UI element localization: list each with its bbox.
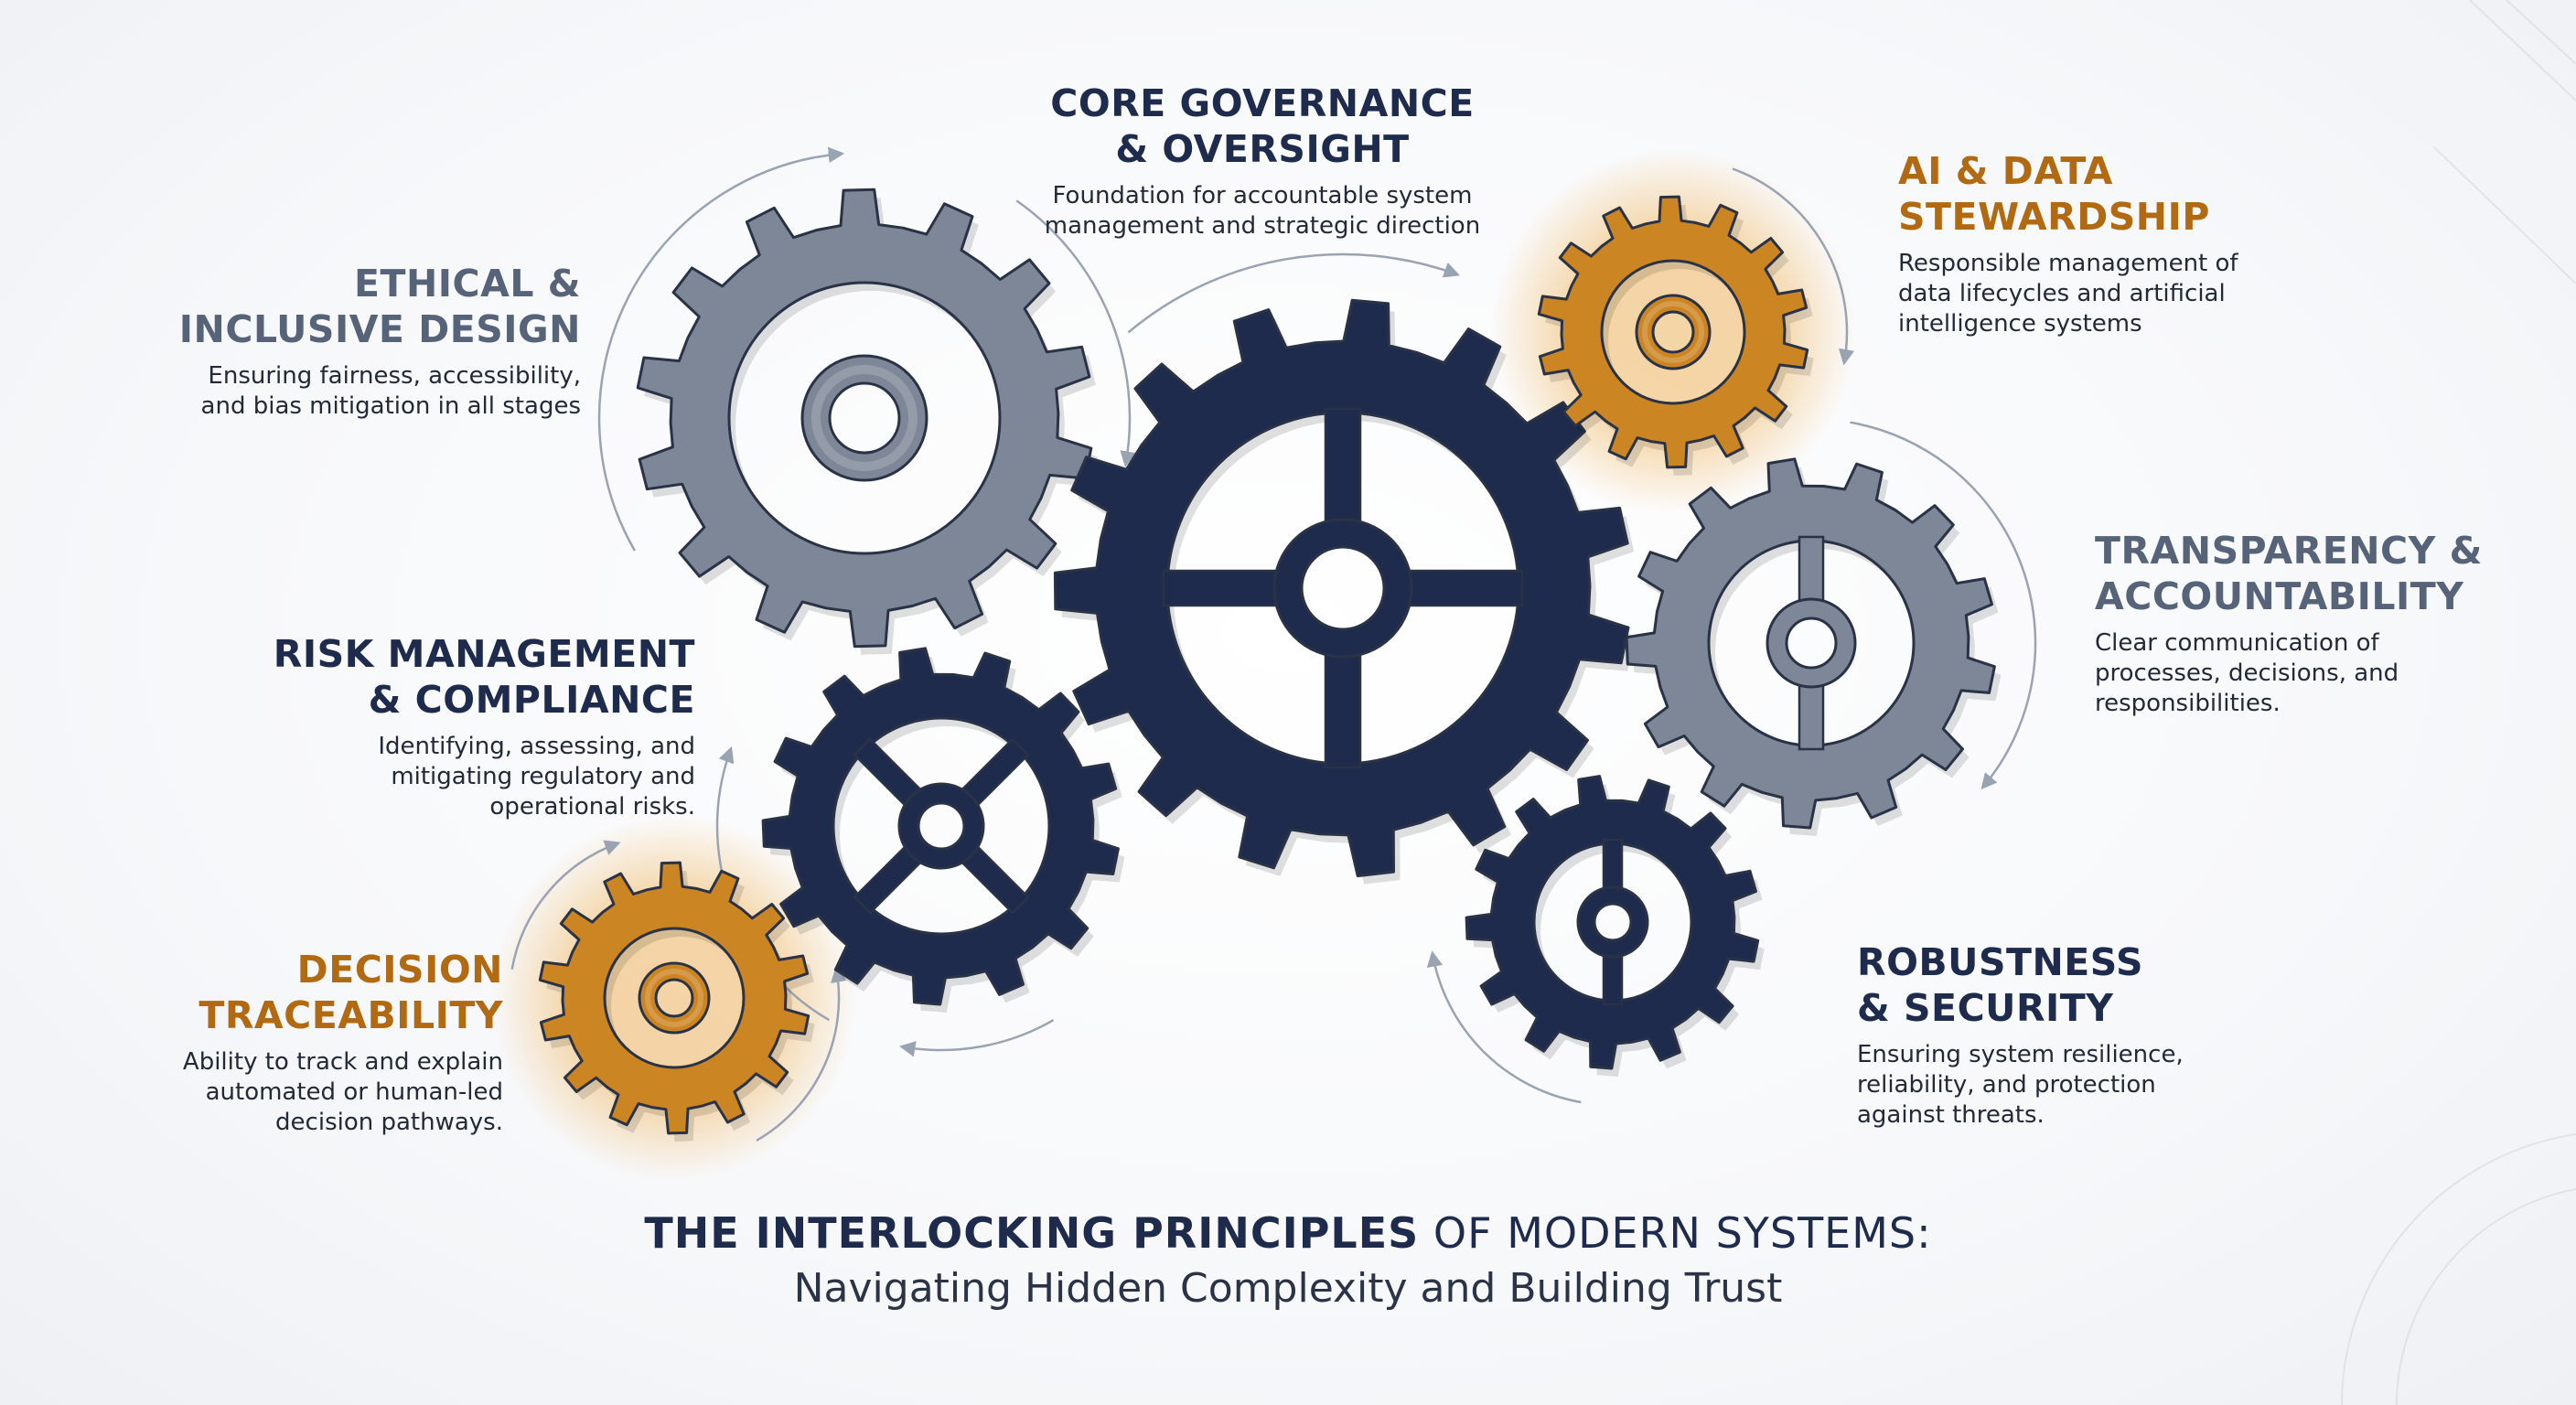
gear-spoke: [1324, 651, 1362, 769]
background-decoration: [2341, 0, 2576, 1405]
gear-spoke: [1798, 681, 1825, 751]
risk-management-description: Identifying, assessing, and mitigating r…: [378, 733, 695, 820]
gear-teeth: [1537, 195, 1809, 469]
core-governance-description: Foundation for accountable system manage…: [1044, 182, 1481, 240]
label-transparency: TRANSPARENCY & ACCOUNTABILITY Clear comm…: [2095, 528, 2552, 719]
transparency-description: Clear communication of processes, decisi…: [2095, 629, 2399, 717]
robustness-security-title: ROBUSTNESS & SECURITY: [1857, 940, 2144, 1030]
gear-teeth: [1053, 298, 1630, 878]
gear-risk-management: [761, 647, 1125, 1013]
label-ethical-design: ETHICAL & INCLUSIVE DESIGN Ensuring fair…: [137, 261, 581, 422]
caption-title: THE INTERLOCKING PRINCIPLES OF MODERN SY…: [644, 1208, 1932, 1258]
arrow-transparency-right: [1850, 421, 2037, 790]
gear-ethical-design: [636, 188, 1098, 655]
gear-ai-data-stewardship-glow: [1490, 149, 1856, 515]
arrow-ethical-right: [1015, 199, 1136, 467]
gear-spoke: [1406, 569, 1524, 607]
ethical-design-description: Ensuring fairness, accessibility, and bi…: [200, 362, 581, 420]
gear-teeth: [538, 861, 810, 1135]
gear-hub-highlight: [811, 365, 918, 471]
gear-hub-highlight: [1642, 301, 1704, 363]
gear-teeth: [1465, 775, 1760, 1070]
arrow-ethical-top: [597, 146, 845, 552]
arrow-risk-bottom: [899, 1019, 1055, 1057]
label-core-governance: CORE GOVERNANCE & OVERSIGHT Foundation f…: [1025, 80, 1500, 241]
gear-hub-highlight: [645, 969, 703, 1027]
gear-hub: [1272, 518, 1413, 659]
arrow-ai-right: [1732, 167, 1855, 366]
arrow-core-top: [1127, 252, 1461, 334]
gear-spoke: [1324, 407, 1362, 525]
gear-spoke: [1602, 951, 1624, 1006]
arrow-decision-left: [510, 840, 621, 970]
caption-subtitle: Navigating Hidden Complexity and Buildin…: [793, 1265, 1783, 1312]
gear-teeth: [761, 647, 1120, 1006]
robustness-security-description: Ensuring system resilience, reliability,…: [1857, 1041, 2184, 1129]
decision-traceability-description: Ability to track and explain automated o…: [182, 1048, 503, 1136]
gear-decision-traceability: [538, 861, 815, 1142]
gear-teeth: [636, 188, 1093, 649]
risk-management-title: RISK MANAGEMENT & COMPLIANCE: [273, 632, 695, 722]
gear-decision-traceability-glow: [491, 815, 857, 1181]
gear-spoke: [1162, 569, 1280, 607]
gear-ai-data-stewardship: [1537, 195, 1814, 476]
label-ai-data-stewardship: AI & DATA STEWARDSHIP Responsible manage…: [1898, 148, 2374, 339]
core-governance-title: CORE GOVERNANCE & OVERSIGHT: [1050, 81, 1475, 171]
transparency-title: TRANSPARENCY & ACCOUNTABILITY: [2095, 529, 2483, 618]
arrow-decision-right: [756, 966, 847, 1142]
gear-hub: [1576, 885, 1649, 959]
ethical-design-title: ETHICAL & INCLUSIVE DESIGN: [178, 262, 581, 351]
gear-hub: [897, 782, 985, 870]
gear-transparency: [1625, 457, 2002, 836]
decision-traceability-title: DECISION TRACEABILITY: [199, 948, 503, 1037]
caption: THE INTERLOCKING PRINCIPLES OF MODERN SY…: [0, 1206, 2576, 1317]
gear-robustness-security: [1465, 775, 1765, 1077]
label-robustness-security: ROBUSTNESS & SECURITY Ensuring system re…: [1857, 939, 2296, 1131]
gear-spoke: [1602, 838, 1624, 893]
gear-teeth: [1625, 457, 1996, 830]
ai-data-stewardship-description: Responsible management of data lifecycle…: [1898, 250, 2238, 338]
label-decision-traceability: DECISION TRACEABILITY Ability to track a…: [110, 947, 503, 1138]
ai-data-stewardship-title: AI & DATA STEWARDSHIP: [1898, 149, 2210, 239]
gear-spoke: [1798, 535, 1825, 605]
gear-hub: [1635, 294, 1712, 370]
label-risk-management: RISK MANAGEMENT & COMPLIANCE Identifying…: [220, 631, 695, 822]
gear-hub: [638, 961, 711, 1035]
gear-hub: [800, 354, 928, 482]
gear-core-governance: [1053, 298, 1635, 885]
arrow-robustness-bottom: [1426, 950, 1582, 1104]
gear-hub: [1766, 597, 1857, 689]
